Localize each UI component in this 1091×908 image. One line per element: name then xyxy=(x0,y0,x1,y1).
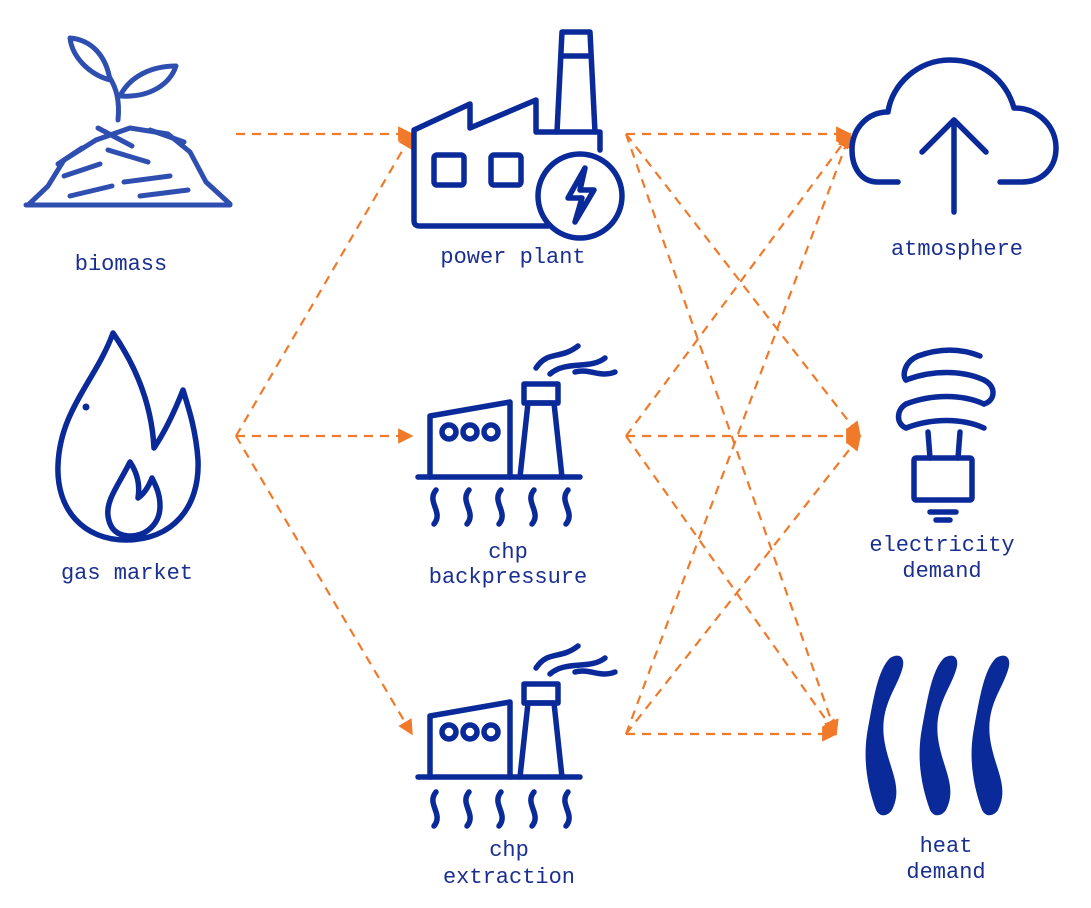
gas-market-node: gas market xyxy=(55,330,201,586)
chp-extraction-node: chp extraction xyxy=(415,643,618,890)
chp-factory-icon xyxy=(415,343,618,527)
gas-market-label: gas market xyxy=(61,561,193,586)
heat-waves-icon xyxy=(865,655,1010,816)
light-bulb-icon xyxy=(895,347,996,523)
atmosphere-node: atmosphere xyxy=(849,57,1059,262)
flow-edges xyxy=(235,126,862,742)
edge-power-plant-to-heat-demand xyxy=(624,133,839,736)
chp-backpressure-node: chp backpressure xyxy=(415,343,618,590)
power-plant-icon xyxy=(411,29,625,241)
electricity-demand-label-line1: electricity xyxy=(869,533,1014,558)
biomass-plant-icon xyxy=(23,35,233,208)
electricity-demand-node: electricity demand xyxy=(869,347,1015,584)
chp-extraction-label-line2: extraction xyxy=(443,865,575,890)
electricity-demand-label-line2: demand xyxy=(902,559,981,584)
edge-gas-market-to-power-plant xyxy=(235,132,413,437)
edge-gas-market-to-chp-extraction xyxy=(235,435,413,736)
chp-extraction-label-line1: chp xyxy=(489,838,529,863)
edge-chp-backpressure-to-heat-demand xyxy=(625,435,837,736)
chp-backpressure-label-line2: backpressure xyxy=(429,565,587,590)
cloud-upload-icon xyxy=(849,57,1059,215)
edge-power-plant-to-electricity-demand xyxy=(625,133,861,438)
heat-demand-label-line1: heat xyxy=(920,834,973,859)
biomass-label: biomass xyxy=(75,252,167,277)
power-plant-node: power plant xyxy=(411,29,625,270)
biomass-node: biomass xyxy=(23,35,233,277)
heat-demand-node: heat demand xyxy=(865,655,1010,885)
power-plant-label: power plant xyxy=(440,245,585,270)
atmosphere-label: atmosphere xyxy=(891,237,1023,262)
edge-chp-extraction-to-atmosphere xyxy=(624,132,853,735)
chp-backpressure-label-line1: chp xyxy=(488,540,528,565)
flame-icon xyxy=(55,330,201,543)
chp-factory-icon xyxy=(415,643,618,829)
edge-chp-extraction-to-electricity-demand xyxy=(625,434,861,735)
edge-chp-backpressure-to-atmosphere xyxy=(625,132,851,437)
heat-demand-label-line2: demand xyxy=(906,860,985,885)
